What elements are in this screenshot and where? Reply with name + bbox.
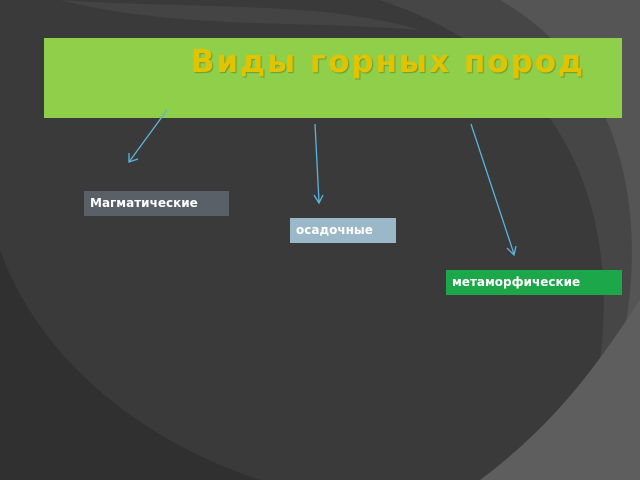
metamorphic-rocks-box: метаморфические [446, 270, 622, 295]
magmatic-rocks-box: Магматические [84, 191, 229, 216]
sedimentary-rocks-box: осадочные [290, 218, 396, 243]
title-bar: Виды горных пород [44, 38, 622, 118]
slide-title: Виды горных пород [50, 44, 586, 80]
